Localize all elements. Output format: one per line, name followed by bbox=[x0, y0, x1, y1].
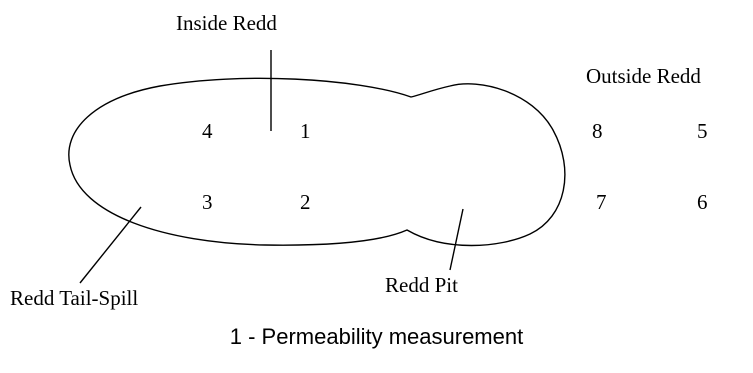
measurement-point-1: 1 bbox=[300, 119, 311, 143]
redd-pit-label: Redd Pit bbox=[385, 273, 458, 297]
measurement-point-5: 5 bbox=[697, 119, 708, 143]
inside-redd-label: Inside Redd bbox=[176, 11, 277, 35]
redd-pit-leader-line bbox=[449, 208, 464, 271]
caption: 1 - Permeability measurement bbox=[229, 324, 524, 349]
tail-spill-leader-line bbox=[79, 206, 142, 284]
measurement-point-2: 2 bbox=[300, 190, 311, 214]
measurement-point-8: 8 bbox=[592, 119, 603, 143]
measurement-point-6: 6 bbox=[697, 190, 708, 214]
redd-outline bbox=[68, 77, 566, 247]
measurement-point-4: 4 bbox=[202, 119, 213, 143]
measurement-point-7: 7 bbox=[596, 190, 607, 214]
redd-tail-spill-label: Redd Tail-Spill bbox=[10, 286, 138, 310]
outside-redd-label: Outside Redd bbox=[586, 64, 701, 88]
redd-diagram: Inside Redd Outside Redd Redd Tail-Spill… bbox=[10, 11, 708, 310]
measurement-point-3: 3 bbox=[202, 190, 213, 214]
